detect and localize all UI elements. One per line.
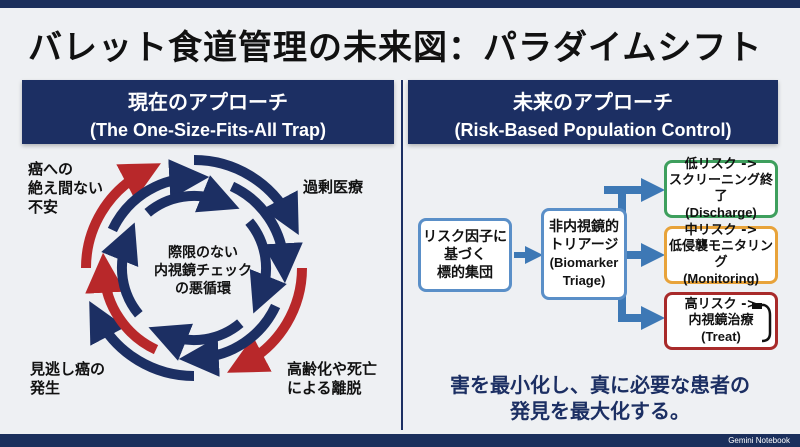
page-title: バレット食道管理の未来図：パラダイムシフト	[28, 28, 763, 68]
cycle-center-line-1: 際限のない	[168, 245, 238, 261]
brand-label: Gemini Notebook	[728, 436, 790, 445]
monitoring-line-1: 中リスク ->	[684, 223, 758, 238]
outcome-discharge-box: 低リスク -> スクリーニング終了 (Discharge)	[664, 157, 778, 220]
source-line-1: リスク因子に	[423, 229, 507, 245]
conclusion-line-1: 害を最小化し、真に必要な患者の	[450, 373, 750, 397]
conclusion-line-2: 発見を最大化する。	[510, 399, 690, 423]
outcome-treat-box: 高リスク -> 内視鏡治療 (Treat)	[664, 292, 778, 350]
dropout-line-2: による離脱	[287, 379, 362, 397]
anxiety-line-2: 絶え間ない	[28, 179, 104, 197]
cycle-arrow-12	[245, 218, 287, 314]
bullet-missed-cancer: 見逃し癌の 発生	[30, 360, 105, 398]
anxiety-line-3: 不安	[28, 198, 59, 216]
cycle-arrow-9	[148, 319, 244, 361]
dropout-line-1: 高齢化や死亡	[287, 360, 378, 378]
triage-line-3: (Biomarker	[549, 255, 619, 270]
top-bar	[0, 0, 800, 8]
anxiety-line-1: 癌への	[28, 160, 74, 178]
triage-line-1: 非内視鏡的	[549, 219, 619, 235]
cycle-arrow-6	[85, 252, 159, 355]
cycle-center-line-3: の悪循環	[175, 281, 231, 297]
discharge-line-1: 低リスク ->	[684, 157, 758, 172]
triage-line-2: トリアージ	[549, 237, 619, 253]
missed-cancer-line-1: 見逃し癌の	[30, 360, 106, 378]
future-approach-header: 未来のアプローチ (Risk-Based Population Control)	[408, 80, 778, 144]
future-approach-subtitle: (Risk-Based Population Control)	[454, 120, 732, 140]
monitoring-line-2: 低侵襲モニタリング	[668, 239, 773, 270]
bullet-anxiety: 癌への 絶え間ない 不安	[28, 160, 103, 217]
bottom-bar	[0, 434, 800, 447]
cycle-arrow-8	[229, 181, 303, 284]
conclusion-text: 害を最小化し、真に必要な患者の 発見を最大化する。	[420, 372, 780, 424]
panel-divider	[401, 80, 403, 430]
missed-cancer-line-2: 発生	[30, 379, 61, 397]
treat-line-3: (Treat)	[701, 329, 741, 344]
bullet-dropout: 高齢化や死亡 による離脱	[287, 360, 377, 398]
cycle-center-label: 際限のない 内視鏡チェック の悪循環	[142, 244, 264, 298]
source-line-2: 基づく	[444, 247, 486, 263]
monitoring-line-3: (Monitoring)	[683, 271, 759, 286]
cycle-center-line-2: 内視鏡チェック	[154, 263, 252, 279]
treat-line-2: 内視鏡治療	[688, 313, 754, 328]
outcome-monitoring-box: 中リスク -> 低侵襲モニタリング (Monitoring)	[664, 223, 778, 286]
treat-line-1: 高リスク ->	[684, 297, 758, 312]
overtreatment-line-1: 過剰医療	[303, 178, 364, 196]
cycle-arrows	[81, 155, 307, 381]
future-approach-title: 未来のアプローチ	[513, 90, 673, 114]
current-approach-title: 現在のアプローチ	[128, 90, 288, 114]
cycle-arrow-5	[178, 303, 281, 377]
cycle-arrow-11	[144, 175, 240, 217]
current-approach-subtitle: (The One-Size-Fits-All Trap)	[89, 120, 326, 140]
source-population-box: リスク因子に 基づく 標的集団	[418, 218, 512, 292]
triage-box: 非内視鏡的 トリアージ (Biomarker Triage)	[541, 208, 627, 300]
cycle-arrow-7	[107, 159, 210, 233]
source-line-3: 標的集団	[437, 265, 493, 281]
cycle-arrow-10	[101, 222, 143, 318]
current-approach-header: 現在のアプローチ (The One-Size-Fits-All Trap)	[22, 80, 394, 144]
discharge-line-2: スクリーニング終了	[668, 173, 773, 204]
discharge-line-3: (Discharge)	[685, 205, 757, 220]
bullet-overtreatment: 過剰医療	[303, 178, 363, 197]
triage-line-4: Triage)	[562, 273, 606, 288]
endoscope-icon	[752, 303, 772, 343]
